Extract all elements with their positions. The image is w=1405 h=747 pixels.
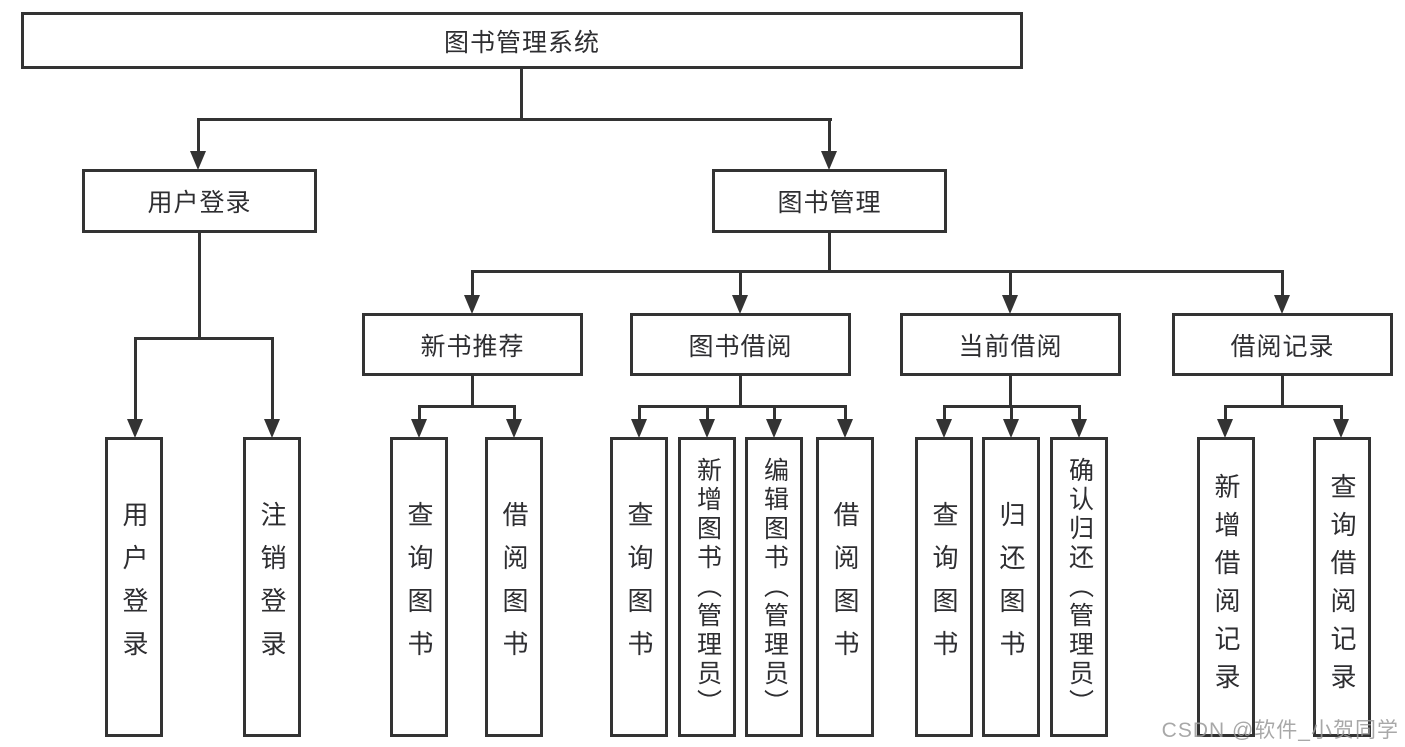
leaf-borrow-books-recommend: 借阅图书 (485, 437, 543, 737)
connector-line (520, 68, 523, 121)
arrow-down-icon (1217, 419, 1233, 438)
arrow-down-icon (1333, 419, 1349, 438)
connector-line (134, 337, 274, 340)
node-label: 查询图书 (624, 501, 654, 673)
arrow-down-icon (821, 151, 837, 170)
node-label: 查询图书 (404, 501, 434, 673)
leaf-edit-books-admin: 编辑图书（管理员） (745, 437, 803, 737)
leaf-query-borrow-record: 查询借阅记录 (1313, 437, 1371, 737)
connector-line (1340, 405, 1343, 421)
node-label: 注销登录 (257, 501, 287, 673)
leaf-query-books-borrowing: 查询图书 (610, 437, 668, 737)
watermark: CSDN @软件_小贺同学 (1161, 719, 1399, 742)
arrow-down-icon (1002, 295, 1018, 314)
connector-line (1224, 405, 1227, 421)
leaf-user-login: 用户登录 (105, 437, 163, 737)
connector-line (638, 405, 641, 421)
connector-line (197, 118, 200, 152)
leaf-add-books-admin: 新增图书（管理员） (678, 437, 736, 737)
arrow-down-icon (1003, 419, 1019, 438)
node-label: 新增借阅记录 (1211, 473, 1241, 701)
connector-line (706, 405, 709, 421)
arrow-down-icon (1274, 295, 1290, 314)
connector-line (198, 233, 201, 339)
node-label: 图书借阅 (688, 332, 793, 361)
connector-line (471, 270, 1284, 273)
arrow-down-icon (699, 419, 715, 438)
leaf-logout-login: 注销登录 (243, 437, 301, 737)
connector-line (1078, 405, 1081, 421)
arrow-down-icon (1071, 419, 1087, 438)
arrow-down-icon (464, 295, 480, 314)
node-current-borrowing: 当前借阅 (900, 313, 1121, 376)
connector-line (1009, 270, 1012, 296)
connector-line (638, 405, 847, 408)
connector-line (1281, 376, 1284, 407)
connector-line (471, 376, 474, 407)
node-label: 借阅图书 (499, 501, 529, 673)
arrow-down-icon (936, 419, 952, 438)
connector-line (471, 270, 474, 296)
connector-line (418, 405, 516, 408)
connector-line (418, 405, 421, 421)
node-new-book-recommendation: 新书推荐 (362, 313, 583, 376)
node-label: 新增图书（管理员） (693, 456, 722, 718)
connector-line (134, 337, 137, 420)
connector-line (844, 405, 847, 421)
arrow-down-icon (127, 419, 143, 438)
connector-line (197, 118, 832, 121)
arrow-down-icon (411, 419, 427, 438)
connector-line (1009, 376, 1012, 407)
node-book-borrowing: 图书借阅 (630, 313, 851, 376)
leaf-query-books-recommend: 查询图书 (390, 437, 448, 737)
node-book-management: 图书管理 (712, 169, 947, 233)
arrow-down-icon (631, 419, 647, 438)
arrow-down-icon (732, 295, 748, 314)
node-label: 图书管理系统 (443, 28, 600, 57)
node-label: 借阅图书 (830, 501, 860, 673)
node-borrowing-records: 借阅记录 (1172, 313, 1393, 376)
connector-line (739, 376, 742, 407)
connector-line (1281, 270, 1284, 296)
leaf-confirm-return-admin: 确认归还（管理员） (1050, 437, 1108, 737)
connector-line (513, 405, 516, 421)
node-label: 新书推荐 (420, 332, 525, 361)
arrow-down-icon (264, 419, 280, 438)
node-label: 归还图书 (996, 501, 1026, 673)
leaf-query-books-current: 查询图书 (915, 437, 973, 737)
leaf-return-books: 归还图书 (982, 437, 1040, 737)
connector-line (828, 118, 831, 152)
leaf-borrow-books: 借阅图书 (816, 437, 874, 737)
node-label: 查询图书 (929, 501, 959, 673)
connector-line (943, 405, 946, 421)
node-user-login: 用户登录 (82, 169, 317, 233)
arrow-down-icon (766, 419, 782, 438)
leaf-add-borrow-record: 新增借阅记录 (1197, 437, 1255, 737)
connector-line (271, 337, 274, 420)
node-label: 编辑图书（管理员） (760, 456, 789, 718)
node-label: 借阅记录 (1230, 332, 1335, 361)
node-label: 用户登录 (119, 501, 149, 673)
connector-line (828, 233, 831, 273)
arrow-down-icon (190, 151, 206, 170)
node-label: 当前借阅 (958, 332, 1063, 361)
connector-line (1010, 405, 1013, 421)
node-label: 用户登录 (147, 189, 252, 217)
arrow-down-icon (837, 419, 853, 438)
node-label: 图书管理 (777, 189, 882, 217)
node-label: 确认归还（管理员） (1065, 456, 1094, 718)
connector-line (739, 270, 742, 296)
connector-line (773, 405, 776, 421)
connector-line (1224, 405, 1343, 408)
connector-line (943, 405, 1081, 408)
arrow-down-icon (506, 419, 522, 438)
node-library-management-system: 图书管理系统 (21, 12, 1023, 69)
node-label: 查询借阅记录 (1327, 473, 1357, 701)
